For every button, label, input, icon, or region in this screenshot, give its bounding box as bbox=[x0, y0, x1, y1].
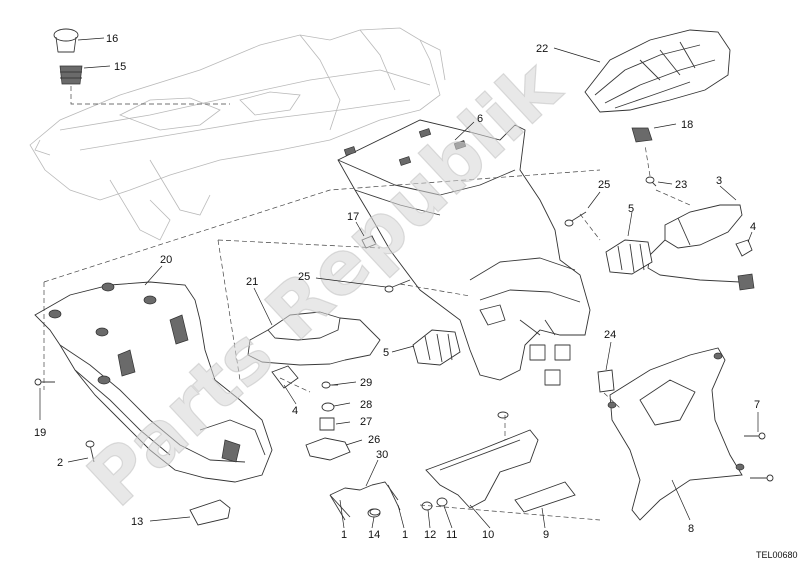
part-14-clip bbox=[369, 508, 381, 516]
callout-labels: 16 15 22 6 18 3 23 25 5 4 17 20 21 25 5 … bbox=[34, 33, 760, 541]
callout-6: 6 bbox=[477, 113, 483, 125]
assembly-lines bbox=[43, 169, 691, 521]
callout-22: 22 bbox=[536, 43, 548, 55]
callout-25-lower: 25 bbox=[298, 271, 310, 283]
part-9-light-lens bbox=[514, 481, 576, 513]
callout-8: 8 bbox=[688, 523, 694, 535]
callout-4-left: 4 bbox=[292, 405, 298, 417]
callout-13: 13 bbox=[131, 516, 143, 528]
callout-14: 14 bbox=[368, 529, 380, 541]
callout-20: 20 bbox=[160, 254, 172, 266]
callout-10: 10 bbox=[482, 529, 494, 541]
callout-5-right: 5 bbox=[628, 203, 634, 215]
part-16-grommet bbox=[53, 28, 79, 53]
reference-code: TEL00680 bbox=[756, 550, 798, 560]
part-2-screw bbox=[85, 440, 95, 463]
part-7-bolt bbox=[744, 432, 774, 482]
callout-24: 24 bbox=[604, 329, 616, 341]
callout-18: 18 bbox=[681, 119, 693, 131]
part-17-nut bbox=[361, 235, 377, 249]
part-21-wiring bbox=[247, 311, 381, 366]
part-27-spacer bbox=[319, 417, 335, 431]
part-8-license-plate-holder bbox=[607, 347, 745, 521]
part-3-turn-indicator bbox=[647, 204, 755, 291]
part-4-bulb-left bbox=[271, 365, 299, 389]
callout-25-upper: 25 bbox=[598, 179, 610, 191]
rear-subframe bbox=[29, 27, 446, 241]
callout-15: 15 bbox=[114, 61, 126, 73]
callout-1-right: 1 bbox=[402, 529, 408, 541]
callout-3: 3 bbox=[716, 175, 722, 187]
callout-28: 28 bbox=[360, 399, 372, 411]
part-26-bracket bbox=[305, 437, 351, 461]
callout-4-right: 4 bbox=[750, 221, 756, 233]
callout-2: 2 bbox=[57, 457, 63, 469]
part-22-tail-light bbox=[584, 29, 731, 113]
callout-leaders bbox=[39, 37, 759, 529]
callout-12: 12 bbox=[424, 529, 436, 541]
callout-19: 19 bbox=[34, 427, 46, 439]
part-23-screw bbox=[644, 144, 657, 187]
callout-5-left: 5 bbox=[383, 347, 389, 359]
part-18-bracket bbox=[631, 127, 653, 143]
callout-29: 29 bbox=[360, 377, 372, 389]
callout-11: 11 bbox=[446, 529, 457, 541]
part-11-washer bbox=[436, 497, 448, 507]
part-15-bushing bbox=[59, 65, 230, 105]
callout-30: 30 bbox=[376, 449, 388, 461]
part-19-screw bbox=[34, 378, 55, 386]
part-4-bulb-right bbox=[735, 239, 753, 257]
callout-27: 27 bbox=[360, 416, 372, 428]
part-5-rubber-left bbox=[412, 329, 461, 366]
part-13-cover bbox=[189, 499, 231, 526]
part-28-washer bbox=[321, 402, 335, 412]
callout-9: 9 bbox=[543, 529, 549, 541]
part-5-rubber-right bbox=[605, 239, 653, 275]
callout-1-left: 1 bbox=[341, 529, 347, 541]
part-25-bolt-upper bbox=[564, 211, 587, 227]
part-10-light-bracket bbox=[425, 411, 539, 509]
callout-26: 26 bbox=[368, 434, 380, 446]
part-29-screw bbox=[321, 381, 338, 389]
callout-21: 21 bbox=[246, 276, 258, 288]
callout-7: 7 bbox=[754, 399, 760, 411]
callout-17: 17 bbox=[347, 211, 359, 223]
callout-23: 23 bbox=[675, 179, 687, 191]
part-24-bracket bbox=[597, 369, 615, 393]
callout-16: 16 bbox=[106, 33, 118, 45]
part-20-mudguard bbox=[34, 281, 273, 483]
